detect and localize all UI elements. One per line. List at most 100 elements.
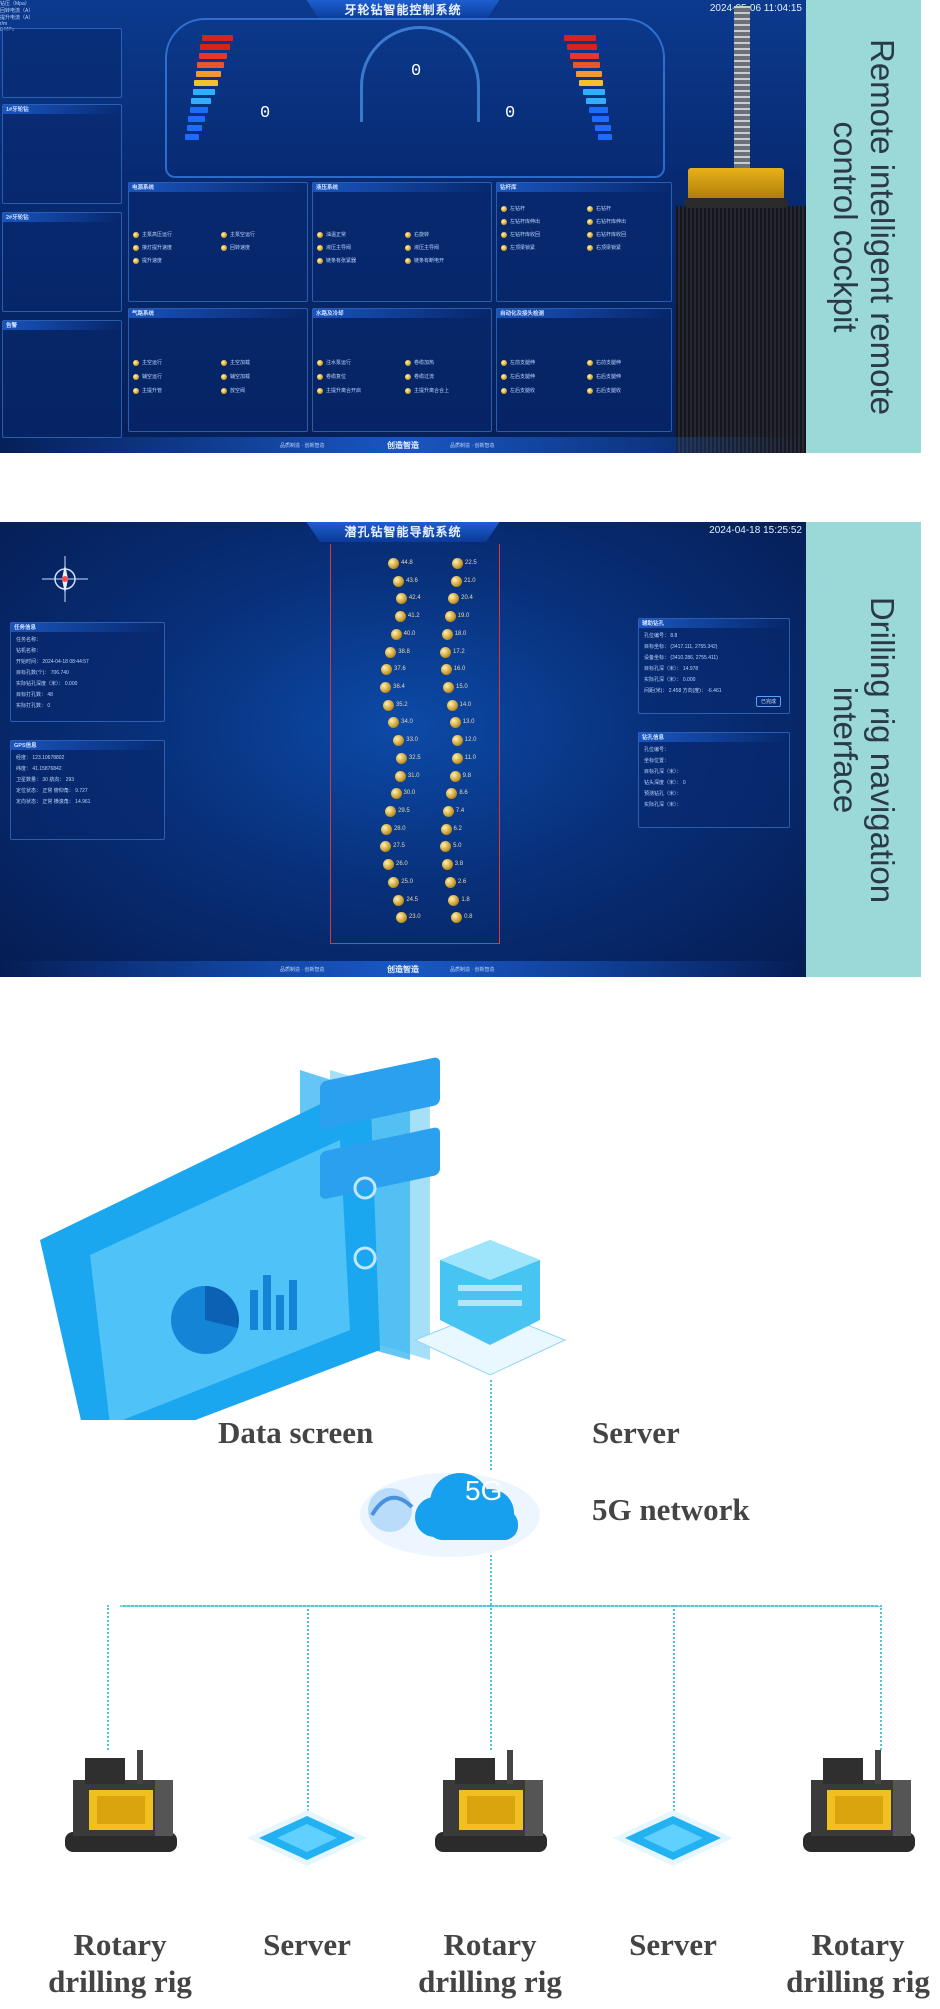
status-dot-icon xyxy=(405,359,411,366)
drill-point[interactable] xyxy=(441,628,453,640)
drill-point[interactable] xyxy=(381,664,393,676)
drill-point[interactable] xyxy=(448,593,460,605)
info-row: 目标坐标： (3417.111, 2755.342) xyxy=(644,644,718,650)
drill-point[interactable] xyxy=(382,699,394,711)
drill-point[interactable] xyxy=(388,876,400,888)
drill-point[interactable] xyxy=(451,752,463,764)
cockpit-timestamp: 2024-05-06 11:04:15 xyxy=(709,3,802,14)
drill-point-label: 33.0 xyxy=(406,737,418,744)
drill-point[interactable] xyxy=(442,806,454,817)
drill-point[interactable] xyxy=(393,894,405,906)
drill-point[interactable] xyxy=(394,770,406,782)
status-label: 卷缆加热 xyxy=(414,360,435,366)
drill-point[interactable] xyxy=(383,859,395,871)
status-dot-icon xyxy=(221,373,227,380)
drill-point[interactable] xyxy=(451,735,463,747)
drop-connector-4 xyxy=(673,1605,675,1835)
drill-point[interactable] xyxy=(380,823,392,835)
drill-point[interactable] xyxy=(393,575,405,587)
status-label: 主泵空运行 xyxy=(230,232,256,238)
drill-point[interactable] xyxy=(440,823,452,835)
machine-1-label: 1#牙轮钻 xyxy=(3,105,121,114)
drill-point[interactable] xyxy=(448,894,460,906)
info-row: 钻机名称： xyxy=(16,648,42,654)
status-row: 右后支腿收 xyxy=(587,387,667,394)
drill-point-label: 7.4 xyxy=(455,808,465,814)
drill-point[interactable] xyxy=(450,575,462,587)
target-complete-button[interactable]: 已完成 xyxy=(755,696,781,707)
status-dot-icon xyxy=(501,244,507,251)
drill-point-label: 2.6 xyxy=(457,878,467,885)
task-info-box: 任务信息 任务名称：钻机名称：开始时间： 2024-04-18 08:44:57… xyxy=(10,622,165,722)
drill-point-label: 41.2 xyxy=(407,613,420,620)
info-row: 设备坐标： (3410.286, 2755.411) xyxy=(644,655,718,661)
drill-point[interactable] xyxy=(444,876,456,888)
drill-point[interactable] xyxy=(385,646,397,658)
drill-point[interactable] xyxy=(393,735,405,747)
bus-line xyxy=(120,1605,880,1607)
status-label: 右旋转 xyxy=(414,232,430,238)
power-system-box: 电源系统 主泵高压运行主泵空运行接灯提升速度回转速度提升速度 xyxy=(128,182,308,302)
status-row: 主空加载 xyxy=(221,359,303,366)
drill-point[interactable] xyxy=(388,717,400,729)
drop-connector-5 xyxy=(880,1605,882,1750)
status-dot-icon xyxy=(133,387,139,394)
info-row: 实际孔深（米）： xyxy=(644,802,682,808)
drill-point[interactable] xyxy=(451,912,463,924)
drill-point[interactable] xyxy=(394,611,406,623)
machine-2-box: 2#牙轮钻 xyxy=(2,212,122,312)
drill-point-label: 28.0 xyxy=(393,825,406,832)
drill-point[interactable] xyxy=(440,841,452,853)
drill-point[interactable] xyxy=(390,628,402,640)
drill-point[interactable] xyxy=(446,699,458,711)
drill-point[interactable] xyxy=(449,717,461,729)
drill-point[interactable] xyxy=(395,912,407,924)
hydraulic-system-title: 液压系统 xyxy=(313,183,491,192)
server-label: Server xyxy=(212,1926,402,1963)
info-row: 开始时间： 2024-04-18 08:44:57 xyxy=(16,659,89,665)
status-label: 油温正常 xyxy=(326,232,347,238)
cockpit-info-box xyxy=(2,28,122,98)
drill-point[interactable] xyxy=(446,788,458,800)
drill-point[interactable] xyxy=(441,859,453,871)
navigation-caption: Drilling rig navigation interface xyxy=(826,596,901,903)
drill-point[interactable] xyxy=(380,682,392,693)
drill-point[interactable] xyxy=(440,664,452,676)
nav-footer-right-text: 品质制造 · 创新智造 xyxy=(450,967,495,973)
status-label: 辅空运行 xyxy=(142,374,163,380)
status-row: 主提升离合合上 xyxy=(405,387,487,394)
drill-point[interactable] xyxy=(440,646,452,658)
node-label-line1: Rotary xyxy=(811,1927,905,1962)
status-dot-icon xyxy=(317,373,323,380)
drill-point-label: 0.8 xyxy=(464,914,473,921)
status-dot-icon xyxy=(221,244,227,251)
drill-point[interactable] xyxy=(395,593,407,605)
drill-info-title: 钻孔信息 xyxy=(639,733,789,742)
info-row: 实际钻孔深度（米）： 0.000 xyxy=(16,681,78,687)
status-label: 右钻杆 xyxy=(596,206,612,212)
drill-point[interactable] xyxy=(385,806,397,817)
drill-point-label: 36.4 xyxy=(393,684,405,690)
drill-point[interactable] xyxy=(443,682,455,693)
cockpit-title: 牙轮钻智能控制系统 xyxy=(306,0,500,20)
drill-point[interactable] xyxy=(380,841,392,853)
drill-point[interactable] xyxy=(449,770,461,782)
status-row: 回转速度 xyxy=(221,244,303,251)
drill-point-label: 19.0 xyxy=(457,613,470,620)
drill-point[interactable] xyxy=(388,558,399,569)
gauge-segment xyxy=(195,71,221,77)
drill-point[interactable] xyxy=(390,788,402,800)
status-row: 左顶梁锁紧 xyxy=(501,244,667,251)
drill-point[interactable] xyxy=(444,611,456,623)
drill-point-label: 43.6 xyxy=(406,577,418,584)
status-row: 主泵空运行 xyxy=(221,231,303,238)
node-label-line1: Rotary xyxy=(443,1927,537,1962)
navigation-caption-bar: Drilling rig navigation interface xyxy=(806,522,921,977)
info-row: 实际打孔数： 0 xyxy=(16,703,51,709)
status-row: 右后支腿伸 xyxy=(587,373,667,380)
drill-point-label: 38.8 xyxy=(398,648,410,655)
drill-point[interactable] xyxy=(452,558,463,569)
drill-point[interactable] xyxy=(395,752,407,764)
